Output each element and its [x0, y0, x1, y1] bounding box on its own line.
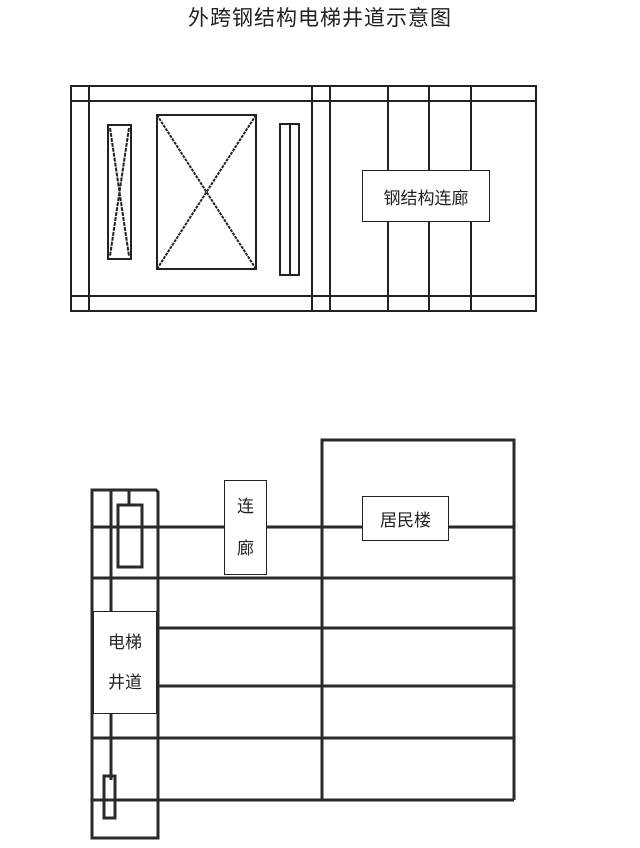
elevation-view [90, 438, 516, 840]
diagram-title: 外跨钢结构电梯井道示意图 [188, 6, 452, 30]
steel-corridor-label-text: 钢结构连廊 [383, 188, 469, 209]
elevator-shaft-outline [90, 488, 160, 840]
building-outline [320, 438, 516, 800]
car-cross-a [156, 114, 257, 270]
counterweight-cross-b [109, 127, 130, 257]
counterweight-cross-a [109, 127, 130, 257]
plan-outer-frame [70, 85, 537, 312]
corridor-label: 连 廊 [224, 480, 267, 575]
counterweight-box [107, 124, 132, 260]
building-label: 居民楼 [362, 496, 449, 541]
shaft-label: 电梯 井道 [93, 611, 157, 714]
steel-corridor-label: 钢结构连廊 [362, 170, 490, 222]
shaft-label-line2: 井道 [108, 672, 142, 693]
building-label-text: 居民楼 [380, 511, 431, 531]
car-hanger [121, 490, 131, 507]
elevator-car-box [156, 114, 257, 270]
plan-view [70, 85, 537, 312]
corridor-label-line1: 连 [237, 496, 254, 517]
corridor-label-line2: 廊 [237, 538, 254, 559]
counterweight-bottom [102, 774, 117, 820]
elevator-car-top [116, 503, 144, 569]
shaft-label-line1: 电梯 [108, 632, 142, 653]
car-cross-b [156, 114, 257, 270]
